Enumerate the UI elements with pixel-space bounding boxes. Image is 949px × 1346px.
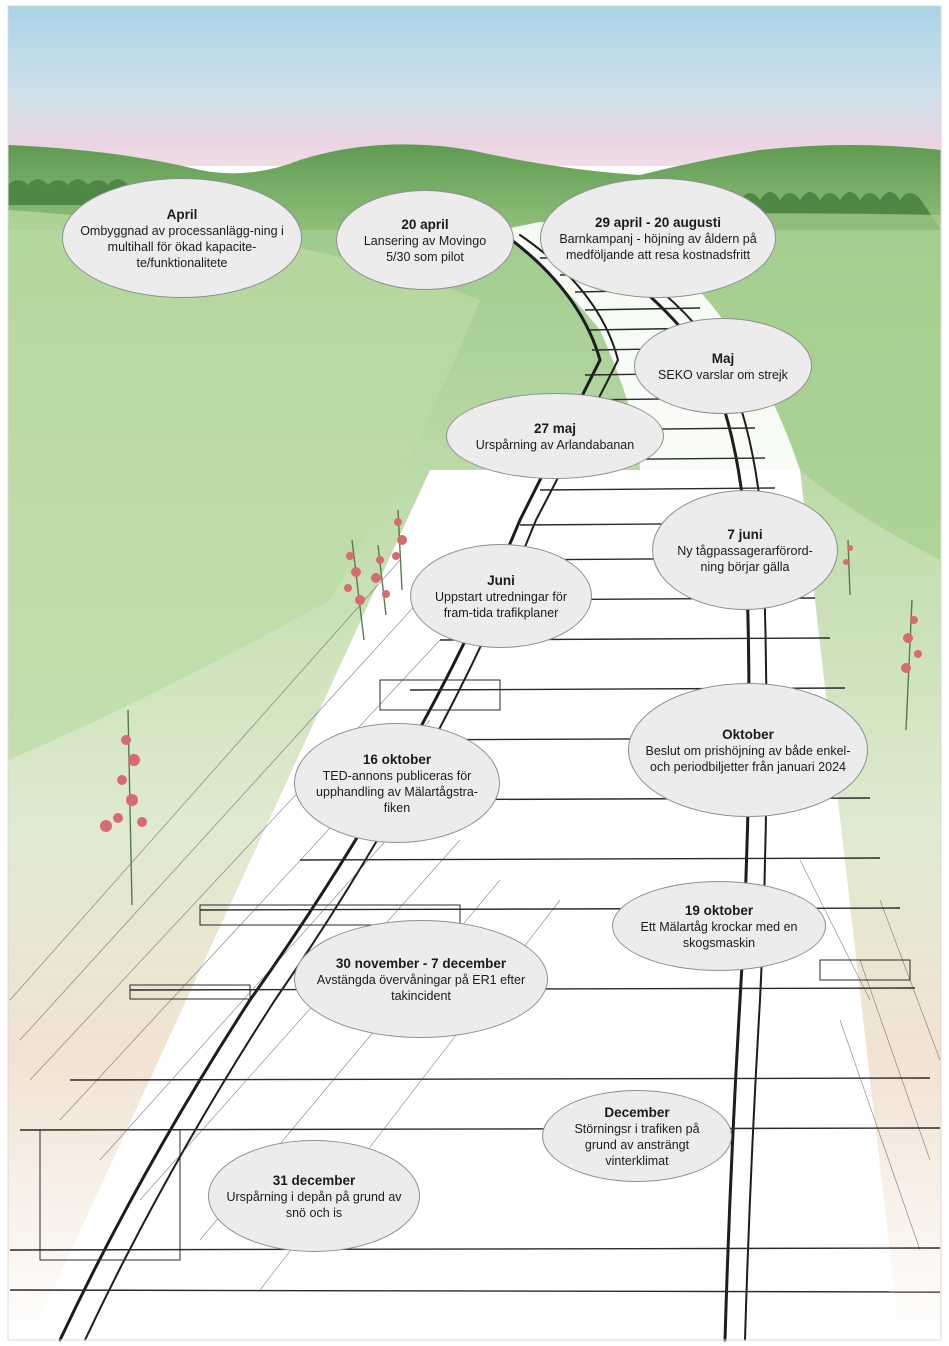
event-bubble-16-oktober: 16 oktober TED-annons publiceras för upp… xyxy=(294,723,500,843)
event-description: Lansering av Movingo 5/30 som pilot xyxy=(363,233,487,264)
event-date: 19 oktober xyxy=(684,902,754,918)
event-date: 16 oktober xyxy=(362,751,432,767)
event-date: Oktober xyxy=(722,726,774,742)
event-description: Ombyggnad av processanlägg-ning i multih… xyxy=(80,223,284,270)
event-date: 31 december xyxy=(272,1172,356,1188)
left-field xyxy=(8,210,480,760)
event-bubble-19-oktober: 19 oktober Ett Mälartåg krockar med en s… xyxy=(612,881,826,971)
fireweed-flowers xyxy=(100,509,922,906)
event-bubble-30-november-7-december: 30 november - 7 december Avstängda överv… xyxy=(294,920,548,1038)
event-bubble-december: December Störningsr i trafiken på grund … xyxy=(542,1090,732,1182)
sleeper-boxes xyxy=(39,679,911,1261)
event-description: Urspårning av Arlandabanan xyxy=(475,437,635,452)
event-description: SEKO varslar om strejk xyxy=(658,367,788,382)
event-bubble-maj: Maj SEKO varslar om strejk xyxy=(634,318,812,414)
event-description: TED-annons publiceras för upphandling av… xyxy=(316,768,478,815)
event-description: Barnkampanj - höjning av åldern på medfö… xyxy=(559,231,757,262)
event-date: 27 maj xyxy=(533,420,577,436)
event-bubble-20-april: 20 april Lansering av Movingo 5/30 som p… xyxy=(336,190,514,290)
event-date: December xyxy=(604,1104,670,1120)
event-description: Ett Mälartåg krockar med en skogsmaskin xyxy=(640,919,798,950)
event-description: Urspårning i depån på grund av snö och i… xyxy=(226,1189,402,1220)
event-date: 29 april - 20 augusti xyxy=(594,214,722,230)
event-bubble-april: April Ombyggnad av processanlägg-ning i … xyxy=(62,178,302,298)
event-description: Ny tågpassagerarförord-ning börjar gälla xyxy=(677,543,813,574)
event-description: Avstängda övervåningar på ER1 efter taki… xyxy=(316,972,526,1003)
event-date: April xyxy=(166,206,198,222)
event-date: 20 april xyxy=(401,216,449,232)
event-bubble-oktober: Oktober Beslut om prishöjning av både en… xyxy=(628,683,868,817)
event-description: Beslut om prishöjning av både enkel- och… xyxy=(645,743,851,774)
event-bubble-29-april-20-augusti: 29 april - 20 augusti Barnkampanj - höjn… xyxy=(540,178,776,298)
sky xyxy=(8,6,941,166)
event-bubble-27-maj: 27 maj Urspårning av Arlandabanan xyxy=(446,393,664,479)
frame xyxy=(7,5,942,1341)
event-bubble-7-juni: 7 juni Ny tågpassagerarförord-ning börja… xyxy=(652,490,838,610)
event-description: Störningsr i trafiken på grund av ansträ… xyxy=(574,1121,700,1168)
event-date: 7 juni xyxy=(727,526,763,542)
event-description: Uppstart utredningar för fram-tida trafi… xyxy=(434,589,567,620)
event-date: Juni xyxy=(487,572,515,588)
event-date: Maj xyxy=(711,350,735,366)
event-bubble-31-december: 31 december Urspårning i depån på grund … xyxy=(208,1140,420,1252)
event-bubble-juni: Juni Uppstart utredningar för fram-tida … xyxy=(410,544,592,648)
event-date: 30 november - 7 december xyxy=(335,955,507,971)
